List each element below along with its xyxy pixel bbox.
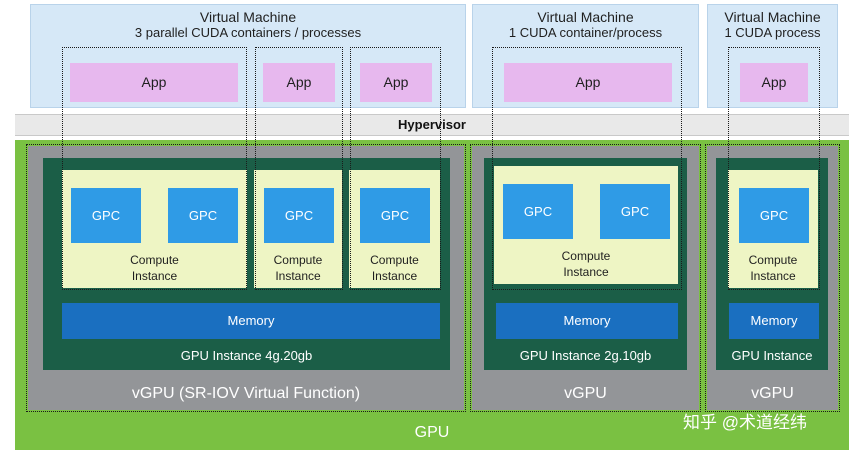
gpu-instance-label: GPU Instance 4g.20gb <box>180 348 313 363</box>
process-dotted-boundary <box>62 47 247 290</box>
gpu-instance-label: GPU Instance <box>731 348 813 363</box>
vm-2-subtitle: 1 CUDA container/process <box>508 25 663 40</box>
vm-1-title: Virtual Machine <box>199 9 297 25</box>
process-dotted-boundary <box>728 47 820 290</box>
vm-1-subtitle: 3 parallel CUDA containers / processes <box>134 25 362 40</box>
vm-2-title: Virtual Machine <box>537 9 634 25</box>
process-dotted-boundary <box>255 47 343 290</box>
compute-instance-label: Compute Instance <box>561 249 611 279</box>
app-box: App <box>263 63 335 102</box>
vgpu-label: vGPU (SR-IOV Virtual Function) <box>131 385 361 402</box>
vgpu-label: vGPU <box>564 385 607 402</box>
hypervisor-bar: Hypervisor <box>15 114 849 136</box>
gpu-instance-label: GPU Instance 2g.10gb <box>519 348 652 363</box>
gpc-block: GPC <box>600 184 670 239</box>
process-dotted-boundary <box>492 47 682 290</box>
memory-block: Memory <box>729 303 819 339</box>
vm-3-subtitle: 1 CUDA process <box>724 25 821 40</box>
process-dotted-boundary <box>350 47 441 290</box>
compute-instance-label: Compute Instance <box>130 253 179 283</box>
gpc-block: GPC <box>739 188 809 243</box>
vm-3-title: Virtual Machine <box>724 9 821 25</box>
gpc-block: GPC <box>168 188 238 243</box>
gpc-block: GPC <box>264 188 334 243</box>
app-box: App <box>360 63 432 102</box>
gpc-block: GPC <box>71 188 141 243</box>
gpc-block: GPC <box>360 188 430 243</box>
compute-instance-label: Compute Instance <box>748 253 798 283</box>
app-box: App <box>504 63 672 102</box>
compute-instance-label: Compute Instance <box>370 253 419 283</box>
gpc-block: GPC <box>503 184 573 239</box>
vgpu-dotted-boundary <box>470 144 701 412</box>
vgpu-label: vGPU <box>751 385 794 402</box>
app-box: App <box>740 63 808 102</box>
memory-block: Memory <box>62 303 440 339</box>
vgpu-dotted-boundary <box>705 144 840 412</box>
compute-instance-label: Compute Instance <box>273 253 323 283</box>
app-box: App <box>70 63 238 102</box>
memory-block: Memory <box>496 303 678 339</box>
watermark: 知乎 @术道经纬 <box>683 413 807 432</box>
gpu-label: GPU <box>414 424 450 441</box>
